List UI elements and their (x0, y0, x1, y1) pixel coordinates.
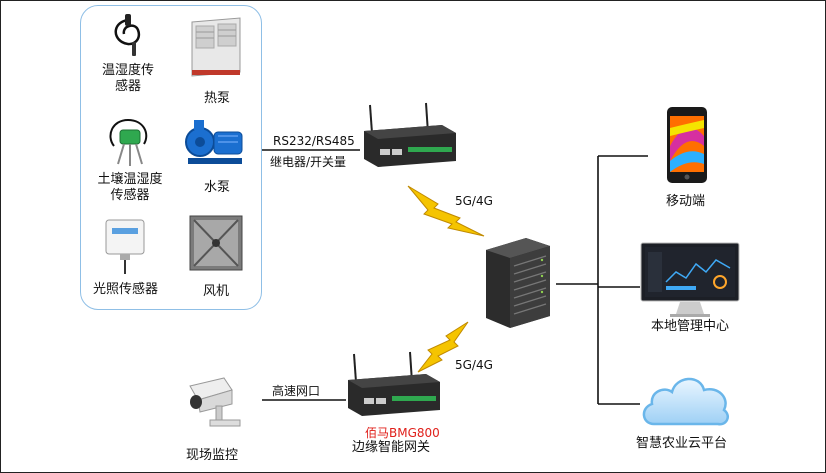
cloud-platform-label: 智慧农业云平台 (636, 436, 728, 451)
gateway-name-label: 边缘智能网关 (352, 440, 431, 455)
field-devices-group (80, 5, 262, 310)
mobile-label: 移动端 (666, 194, 706, 209)
cloud-icon (642, 377, 729, 426)
edge-gateway-top-icon (364, 102, 456, 167)
light-sensor-label: 光照传感器 (93, 282, 159, 297)
wireless-top-label: 5G/4G (455, 194, 493, 208)
heat-pump-label: 热泵 (204, 91, 231, 106)
water-pump-icon (185, 120, 243, 164)
temp-humidity-sensor-icon (114, 14, 141, 56)
heat-pump-icon (191, 17, 241, 77)
server-rack-icon (486, 238, 550, 328)
temp-humidity-label: 温湿度传感器 (101, 63, 154, 94)
mobile-phone-icon (667, 107, 707, 183)
local-center-label: 本地管理中心 (651, 319, 730, 334)
soil-sensor-icon (109, 118, 148, 166)
ethernet-link-label: 高速网口 (272, 384, 321, 398)
fan-label: 风机 (203, 284, 230, 299)
wireless-bottom-label: 5G/4G (455, 358, 493, 372)
fan-icon (189, 215, 243, 271)
light-sensor-icon (105, 219, 145, 274)
relay-link-label: 继电器/开关量 (270, 155, 347, 169)
wireless-lightning-bottom-icon (417, 321, 469, 373)
serial-link-label: RS232/RS485 (273, 134, 355, 148)
edge-gateway-bottom-icon (348, 351, 440, 416)
wireless-lightning-top-icon (407, 185, 485, 237)
gateway-model-label: 佰马BMG800 (365, 426, 440, 440)
water-pump-label: 水泵 (204, 180, 231, 195)
monitor-icon (640, 242, 740, 317)
camera-label: 现场监控 (186, 448, 239, 463)
soil-sensor-label: 土壤温湿度传感器 (97, 172, 163, 203)
camera-icon (189, 377, 241, 427)
